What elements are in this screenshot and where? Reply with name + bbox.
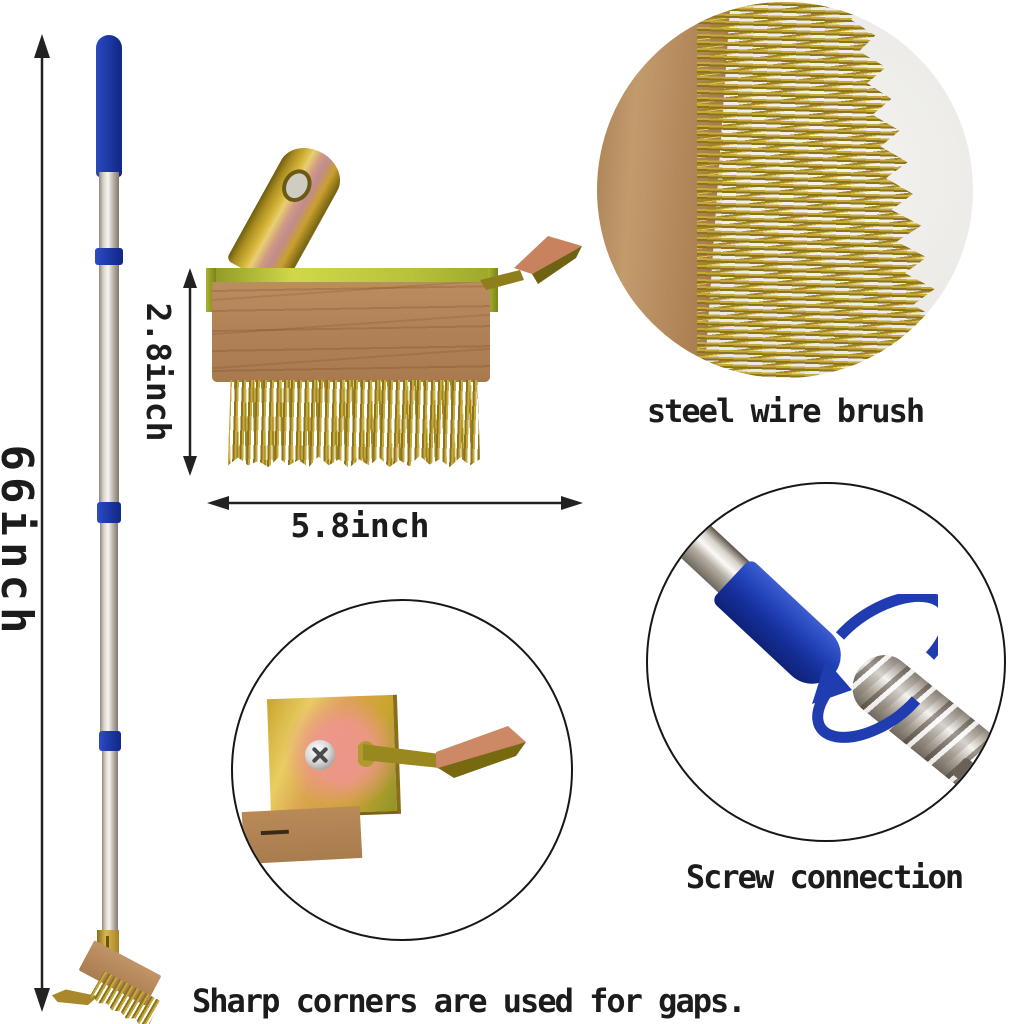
width-dimension-arrow-icon xyxy=(207,496,583,510)
scraper-blade-closeup xyxy=(358,726,526,778)
rotation-arrow-icon xyxy=(812,594,938,743)
handle-length-label: 66inch xyxy=(0,444,42,640)
wire-brush-closeup-circle xyxy=(597,2,973,378)
head-height-label: 2.8inch xyxy=(139,302,178,442)
bottom-caption: Sharp corners are used for gaps. xyxy=(192,982,747,1020)
wire-brush-callout: steel wire brush xyxy=(646,392,925,430)
pole-connector-band xyxy=(97,502,121,523)
height-dimension-arrow-icon xyxy=(183,268,197,476)
phillips-screw xyxy=(305,740,335,770)
pole-segment xyxy=(99,172,119,512)
length-dimension-arrow-icon xyxy=(34,34,50,1012)
clamp-hook xyxy=(206,268,216,312)
clamp-hook xyxy=(488,268,498,312)
wood-block-closeup xyxy=(241,805,363,865)
pole-segment xyxy=(100,512,118,742)
pole-segment xyxy=(102,742,118,934)
pole-connector-band xyxy=(95,248,123,265)
head-width-label: 5.8inch xyxy=(290,506,430,545)
sharp-corner-closeup-circle xyxy=(231,599,573,941)
wire-bristles-closeup xyxy=(697,2,951,378)
brush-bristles xyxy=(228,380,480,468)
brush-wood-block xyxy=(212,282,490,382)
handle-grip xyxy=(96,35,122,177)
scraper-blade xyxy=(480,236,582,290)
pole-connector-band xyxy=(99,731,121,751)
socket-hole xyxy=(276,164,318,208)
screw-connection-callout: Screw connection xyxy=(685,858,964,896)
screw-connection-circle xyxy=(646,482,1006,842)
